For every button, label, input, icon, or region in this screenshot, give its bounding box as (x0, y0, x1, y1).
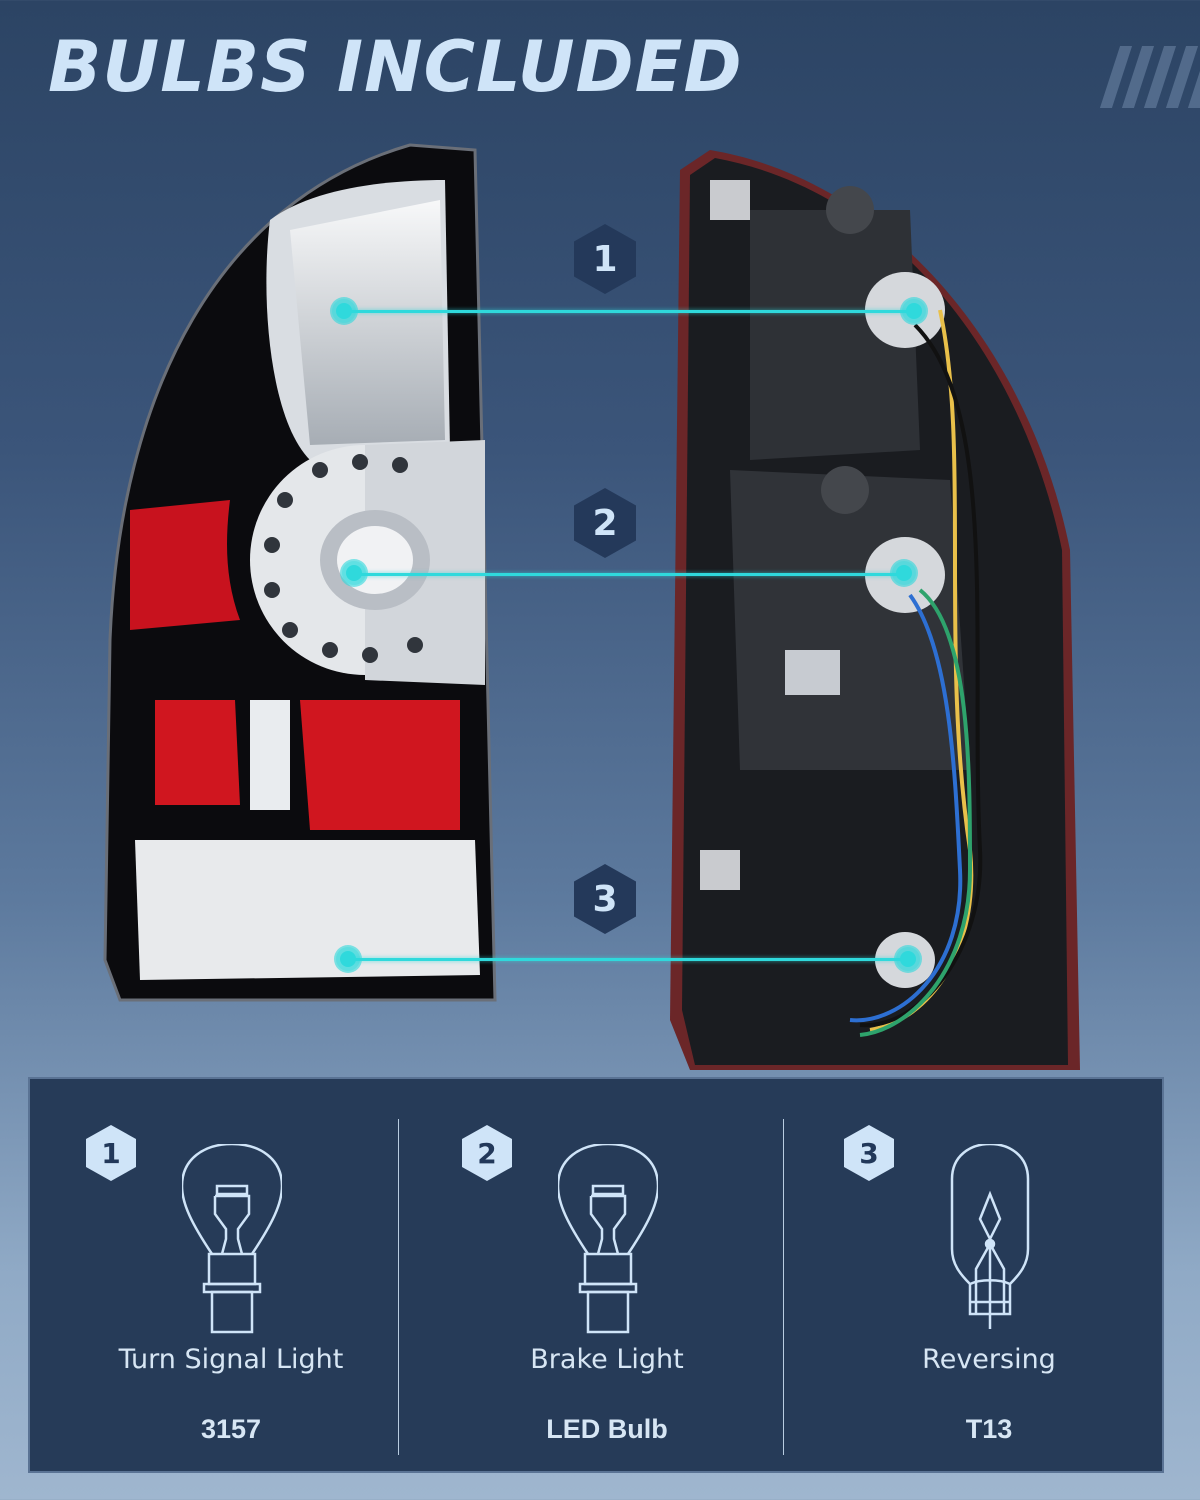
callout-dot-2-front (346, 565, 362, 581)
bulb-column-2: 2 Brake Light LED Bulb (418, 1079, 796, 1475)
bulb-label-1: Turn Signal Light (118, 1344, 344, 1375)
bulb-column-3: 3 Reversing T13 (800, 1079, 1178, 1475)
bulb-badge-2: 2 (462, 1125, 512, 1181)
bulb-column-1: 1 Turn Signal Light 3157 (42, 1079, 420, 1475)
bulb-info-panel: 1 Turn Signal Light 3157 2 Brake Light L… (28, 1077, 1164, 1473)
callout-dot-1-back (906, 303, 922, 319)
callout-badge-1: 1 (574, 224, 636, 294)
decorative-stripes (1090, 46, 1200, 108)
bulb-led-icon (558, 1144, 658, 1334)
callout-dot-1-front (336, 303, 352, 319)
callout-line-3 (348, 958, 910, 961)
callout-badge-3: 3 (574, 864, 636, 934)
callout-line-2 (356, 573, 904, 576)
callout-line-1 (344, 310, 912, 313)
bulb-3157-icon (182, 1144, 282, 1334)
column-divider (398, 1119, 399, 1455)
tail-light-back-image (670, 150, 1080, 1070)
bulb-label-3: Reversing (922, 1344, 1056, 1375)
bulb-t13-icon (950, 1144, 1030, 1329)
callout-badge-2: 2 (574, 488, 636, 558)
callout-dot-3-front (340, 951, 356, 967)
tail-light-front-image (103, 143, 497, 1002)
column-divider (783, 1119, 784, 1455)
bulb-code-3: T13 (965, 1414, 1013, 1444)
bulb-code-2: LED Bulb (546, 1414, 668, 1444)
bulb-label-2: Brake Light (530, 1344, 684, 1375)
callout-dot-2-back (896, 565, 912, 581)
bulb-badge-3: 3 (844, 1125, 894, 1181)
bulb-code-1: 3157 (200, 1414, 262, 1444)
bulb-badge-1: 1 (86, 1125, 136, 1181)
page-title: BULBS INCLUDED (48, 26, 743, 108)
callout-dot-3-back (900, 951, 916, 967)
